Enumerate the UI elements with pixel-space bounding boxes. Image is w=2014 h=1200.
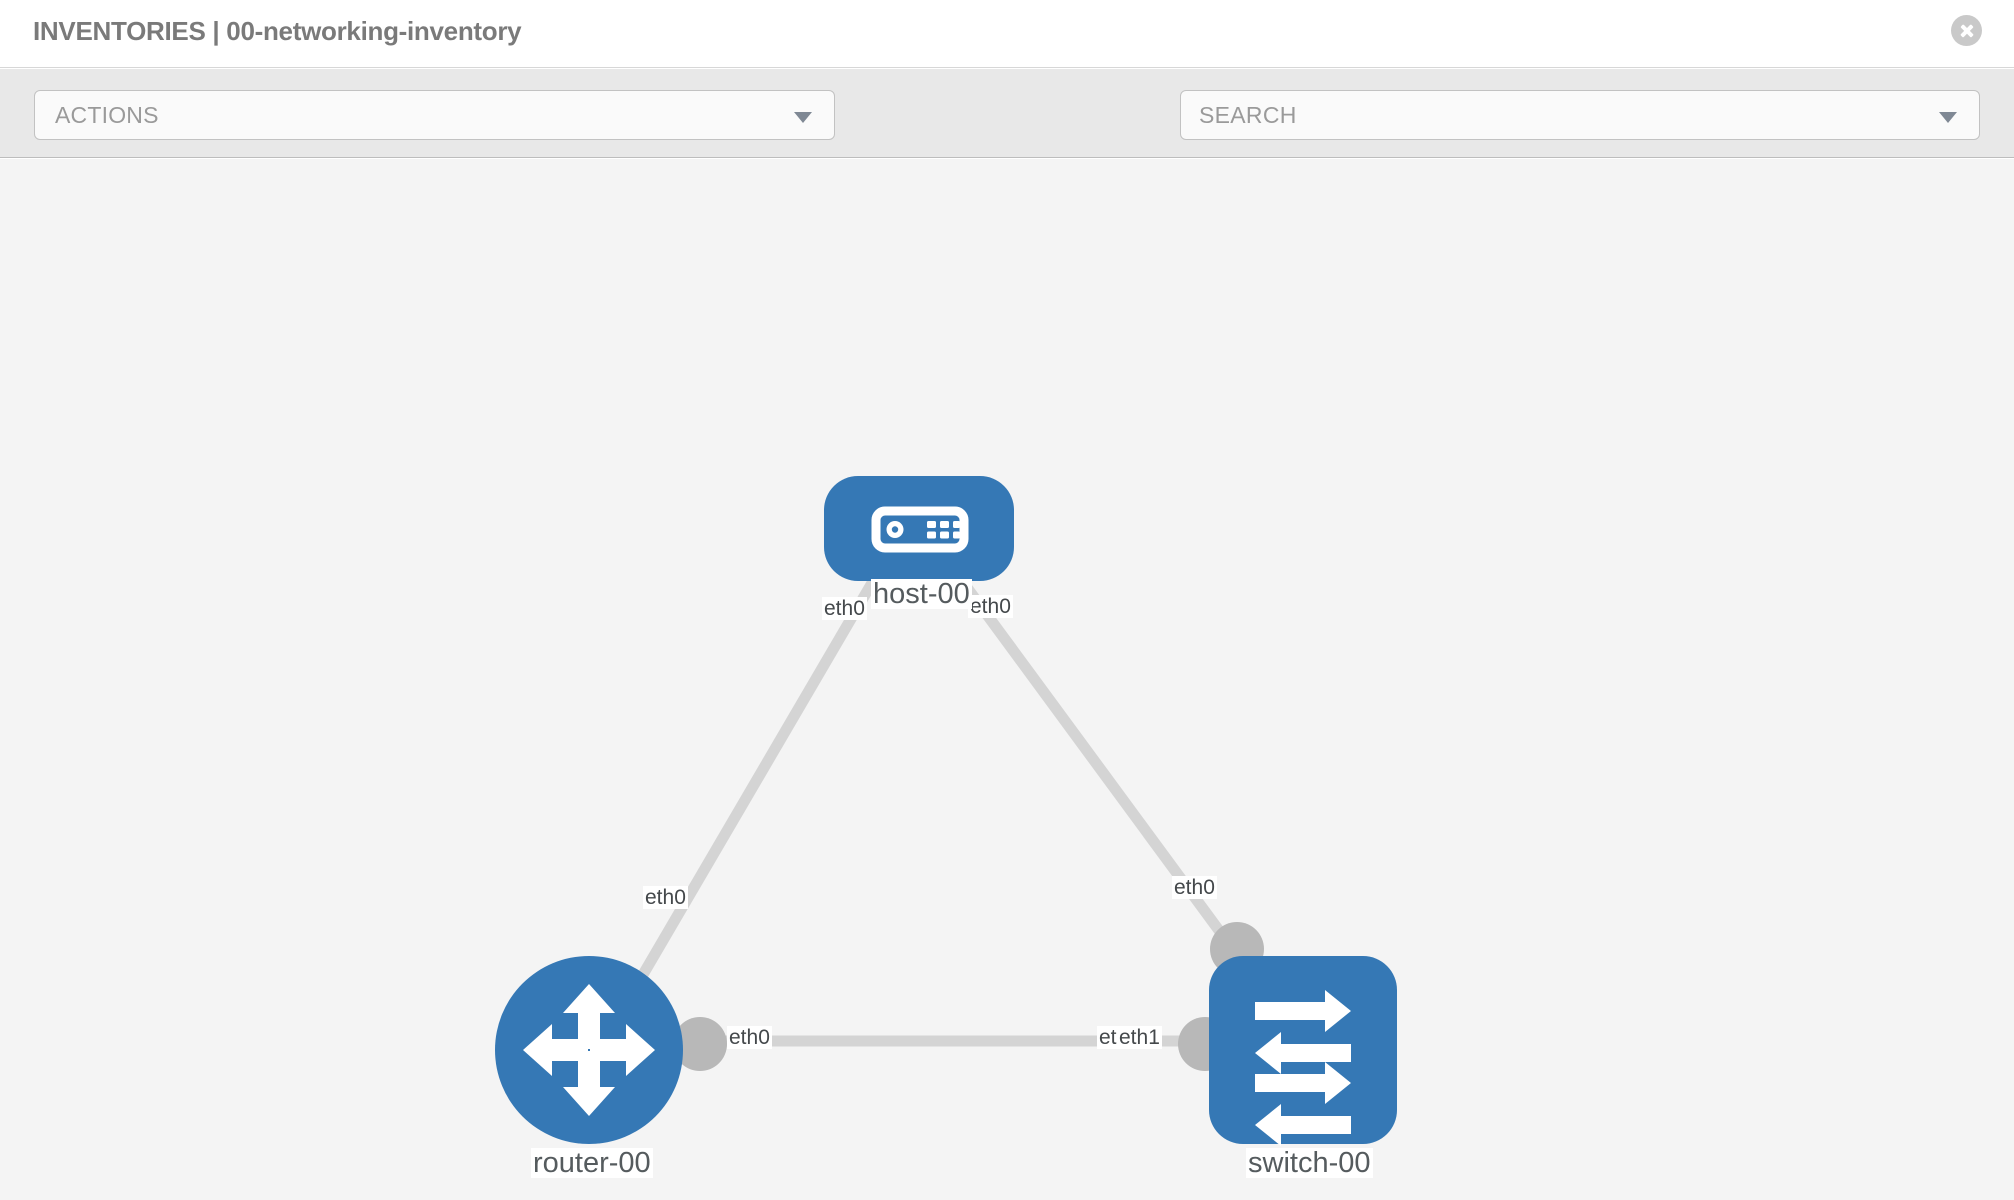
actions-dropdown[interactable]: ACTIONS <box>34 90 835 140</box>
node-router-00 <box>495 956 683 1144</box>
toolbar: ACTIONS SEARCH <box>0 69 2014 198</box>
search-input[interactable]: SEARCH <box>1180 90 1980 140</box>
topology-ports <box>583 532 1264 1071</box>
search-placeholder: SEARCH <box>1199 102 1297 128</box>
router-arrows-icon <box>523 984 655 1116</box>
chevron-down-icon <box>1939 112 1957 123</box>
node-host-00 <box>824 476 1014 581</box>
edge-host-router <box>605 556 891 1034</box>
topology-graph <box>495 476 1397 1146</box>
port-router-right <box>673 1017 727 1071</box>
page-header: INVENTORIES | 00-networking-inventory <box>0 0 2014 68</box>
node-label-host-00: host-00 <box>871 578 972 610</box>
topology-canvas[interactable]: eth0 eth0 eth0 eth0 eth0 eth0 eth1 host-… <box>0 159 2014 1200</box>
close-icon[interactable] <box>1951 15 1982 46</box>
iface-router-uplink: eth0 <box>643 886 688 910</box>
actions-dropdown-label: ACTIONS <box>55 102 159 128</box>
node-label-router-00: router-00 <box>531 1147 653 1179</box>
switch-arrows-icon <box>1255 990 1351 1146</box>
node-label-switch-00: switch-00 <box>1246 1147 1373 1179</box>
iface-router-eth0: eth0 <box>727 1026 772 1050</box>
node-switch-00 <box>1209 956 1397 1146</box>
iface-host-left: eth0 <box>822 597 867 621</box>
chevron-down-icon <box>794 112 812 123</box>
iface-host-right: eth0 <box>968 595 1013 619</box>
topology-edges <box>605 555 1245 1047</box>
page-title: INVENTORIES | 00-networking-inventory <box>33 16 522 46</box>
server-icon <box>871 506 969 553</box>
iface-switch-eth1: eth1 <box>1117 1026 1162 1050</box>
iface-switch-uplink: eth0 <box>1172 876 1217 900</box>
